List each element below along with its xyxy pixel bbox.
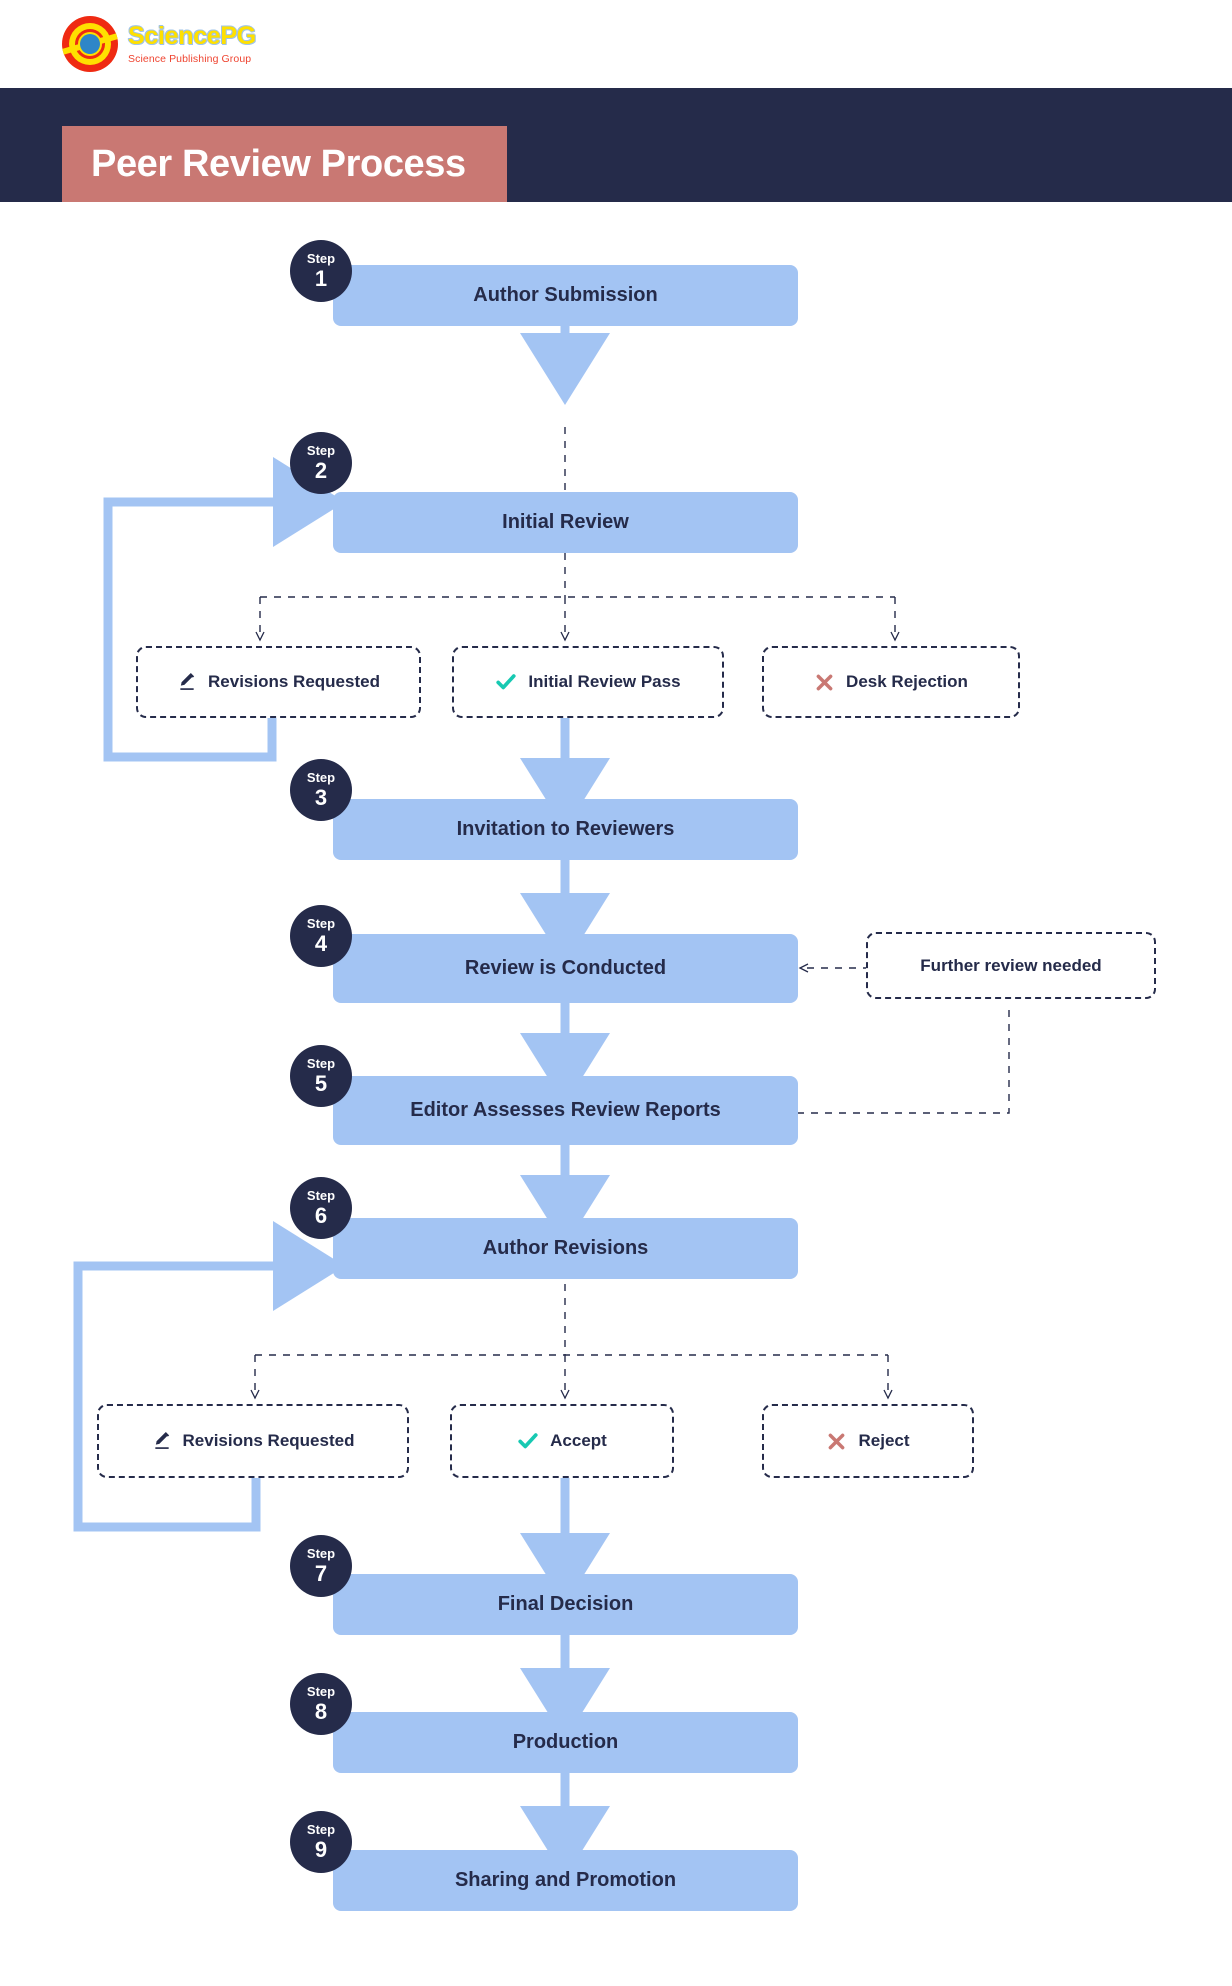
step-label-2: Initial Review bbox=[502, 511, 629, 533]
decision-box-accept[interactable]: Accept bbox=[450, 1404, 674, 1478]
decision-box-initial-review-pass[interactable]: Initial Review Pass bbox=[452, 646, 724, 718]
step-number-1: 1 bbox=[314, 266, 328, 291]
step-badge-9: Step 9 bbox=[290, 1811, 352, 1873]
step-label-3: Invitation to Reviewers bbox=[456, 818, 675, 840]
decision-box-desk-rejection[interactable]: Desk Rejection bbox=[762, 646, 1020, 718]
step-badge-3: Step 3 bbox=[290, 759, 352, 821]
step-box-8[interactable]: Production bbox=[333, 1712, 798, 1773]
pencil-icon bbox=[177, 672, 197, 692]
decision-box-revisions-requested-1[interactable]: Revisions Requested bbox=[136, 646, 421, 718]
pencil-icon bbox=[152, 1431, 172, 1451]
step-number-9: 9 bbox=[314, 1837, 328, 1862]
title-block: Peer Review Process bbox=[62, 126, 507, 202]
cross-icon bbox=[814, 672, 835, 693]
note-box-further-review-needed[interactable]: Further review needed bbox=[866, 932, 1156, 999]
decision-label-initial-review-pass: Initial Review Pass bbox=[528, 672, 681, 691]
check-icon bbox=[495, 671, 517, 693]
step-word-2: Step bbox=[306, 443, 336, 458]
decision-label-revisions-requested-2: Revisions Requested bbox=[182, 1431, 355, 1450]
step-number-6: 6 bbox=[314, 1203, 328, 1228]
step-badge-4: Step 4 bbox=[290, 905, 352, 967]
decision-box-reject[interactable]: Reject bbox=[762, 1404, 974, 1478]
step-label-1: Author Submission bbox=[473, 284, 658, 306]
step-label-8: Production bbox=[512, 1731, 619, 1753]
step-badge-1: Step 1 bbox=[290, 240, 352, 302]
decision-label-accept: Accept bbox=[550, 1431, 607, 1450]
note-label-further-review-needed: Further review needed bbox=[920, 955, 1102, 975]
page-header: SciencePG Science Publishing Group bbox=[0, 0, 1232, 88]
step-label-9: Sharing and Promotion bbox=[454, 1869, 677, 1891]
step-number-3: 3 bbox=[314, 785, 328, 810]
decision-label-desk-rejection: Desk Rejection bbox=[846, 672, 968, 691]
step-box-9[interactable]: Sharing and Promotion bbox=[333, 1850, 798, 1911]
step-box-5[interactable]: Editor Assesses Review Reports bbox=[333, 1076, 798, 1145]
logo-subtitle: Science Publishing Group bbox=[128, 52, 252, 65]
step-badge-2: Step 2 bbox=[290, 432, 352, 494]
check-icon bbox=[517, 1430, 539, 1452]
step-box-7[interactable]: Final Decision bbox=[333, 1574, 798, 1635]
step-label-5: Editor Assesses Review Reports bbox=[410, 1099, 721, 1121]
step-word-7: Step bbox=[306, 1546, 336, 1561]
decision-box-revisions-requested-2[interactable]: Revisions Requested bbox=[97, 1404, 409, 1478]
step-box-4[interactable]: Review is Conducted bbox=[333, 934, 798, 1003]
step-word-3: Step bbox=[306, 770, 336, 785]
step-number-5: 5 bbox=[314, 1071, 328, 1096]
step-word-4: Step bbox=[306, 916, 336, 931]
step-word-9: Step bbox=[306, 1822, 336, 1837]
step-badge-6: Step 6 bbox=[290, 1177, 352, 1239]
step-number-2: 2 bbox=[314, 458, 328, 483]
step-box-1[interactable]: Author Submission bbox=[333, 265, 798, 326]
step-number-7: 7 bbox=[314, 1561, 328, 1586]
step-label-7: Final Decision bbox=[497, 1593, 634, 1615]
step-word-6: Step bbox=[306, 1188, 336, 1203]
sciencepg-logo[interactable]: SciencePG Science Publishing Group bbox=[62, 16, 256, 72]
step-box-3[interactable]: Invitation to Reviewers bbox=[333, 799, 798, 860]
step-number-8: 8 bbox=[314, 1699, 328, 1724]
step-number-4: 4 bbox=[314, 931, 328, 956]
logo-mark-icon bbox=[62, 16, 118, 72]
page-title: Peer Review Process bbox=[91, 142, 466, 185]
decision-label-revisions-requested-1: Revisions Requested bbox=[208, 672, 380, 691]
step-word-5: Step bbox=[306, 1056, 336, 1071]
step-label-4: Review is Conducted bbox=[464, 957, 667, 979]
logo-title: SciencePG bbox=[128, 21, 256, 50]
step-word-1: Step bbox=[306, 251, 336, 266]
step-badge-7: Step 7 bbox=[290, 1535, 352, 1597]
step-label-6: Author Revisions bbox=[482, 1237, 649, 1259]
step-box-6[interactable]: Author Revisions bbox=[333, 1218, 798, 1279]
step-word-8: Step bbox=[306, 1684, 336, 1699]
step-badge-8: Step 8 bbox=[290, 1673, 352, 1735]
cross-icon bbox=[826, 1431, 847, 1452]
step-badge-5: Step 5 bbox=[290, 1045, 352, 1107]
decision-label-reject: Reject bbox=[858, 1431, 910, 1450]
step-box-2[interactable]: Initial Review bbox=[333, 492, 798, 553]
